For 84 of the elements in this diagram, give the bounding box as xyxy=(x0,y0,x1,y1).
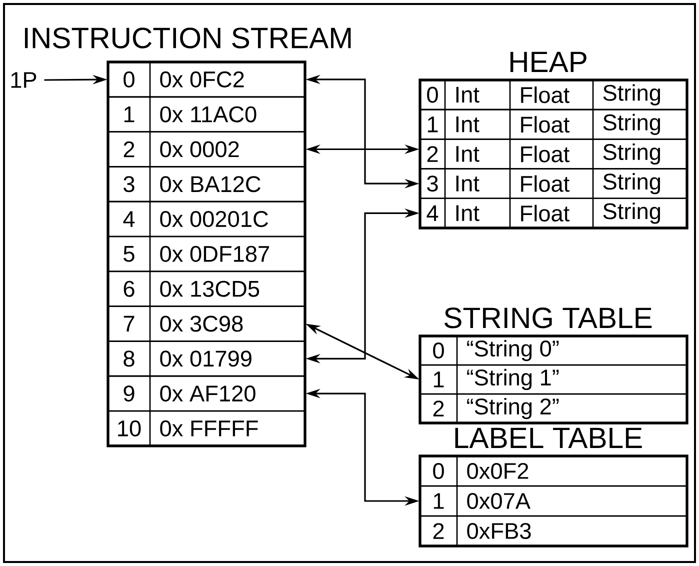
table-title: HEAP xyxy=(510,52,586,72)
cell-value: 0x 13CD5 xyxy=(160,280,260,297)
cell-value: Int xyxy=(456,116,480,132)
row-number: 3 xyxy=(427,176,438,192)
table-row xyxy=(419,79,688,110)
row-number: 0 xyxy=(124,71,134,88)
cell-value: 0x 11AC0 xyxy=(160,106,256,122)
row-number: 2 xyxy=(124,141,134,158)
table-row xyxy=(107,340,306,377)
table-row xyxy=(419,335,688,366)
row-number: 7 xyxy=(124,316,134,332)
cell-value: 0x 01799 xyxy=(160,350,252,367)
table-row xyxy=(107,375,306,412)
cell-value: “String 0” xyxy=(467,340,559,362)
row-number: 3 xyxy=(124,176,134,192)
cell-value: “String 2” xyxy=(467,398,559,420)
table xyxy=(418,428,688,548)
table-row xyxy=(107,96,306,132)
table-title: INSTRUCTION STREAM xyxy=(24,28,351,48)
cell-value: Int xyxy=(456,146,480,162)
row-number: 2 xyxy=(433,400,444,416)
cell-value: 0x FFFFF xyxy=(160,420,258,436)
table-row xyxy=(107,236,306,272)
table-row xyxy=(107,270,306,307)
cell-value: 0x 0002 xyxy=(160,141,239,158)
pointer-label: 1P xyxy=(11,72,36,88)
row-number: 2 xyxy=(433,523,444,539)
row-number: 0 xyxy=(433,342,444,359)
table-row xyxy=(107,61,306,98)
row-number: 1 xyxy=(434,493,444,509)
table xyxy=(418,308,688,424)
row-number: 5 xyxy=(124,246,134,262)
cell-value: 0x07A xyxy=(467,492,530,510)
cell-value: String xyxy=(603,143,660,165)
cell-value: Int xyxy=(456,205,480,222)
cell-value: 0x 0DF187 xyxy=(160,246,269,262)
table-row xyxy=(419,485,688,517)
table xyxy=(418,52,688,230)
cell-value: 0xFB3 xyxy=(467,522,531,540)
table-row xyxy=(107,166,306,202)
table-row xyxy=(107,131,306,168)
cell-value: Int xyxy=(456,86,480,103)
row-number: 0 xyxy=(433,462,444,480)
row-number: 1 xyxy=(434,372,444,388)
row-number: 1 xyxy=(124,106,134,122)
table-row xyxy=(419,515,688,547)
row-number: 9 xyxy=(124,386,134,402)
table-row xyxy=(107,200,306,238)
table-row xyxy=(419,455,688,487)
row-number: 6 xyxy=(124,280,134,297)
cell-value: String xyxy=(603,114,660,135)
cell-value: Int xyxy=(456,176,480,192)
table-row xyxy=(419,364,688,395)
row-number: 1 xyxy=(428,116,438,132)
row-number: 8 xyxy=(124,350,134,367)
table-row xyxy=(107,306,306,342)
cell-value: String xyxy=(603,202,660,224)
cell-value: String xyxy=(603,84,660,106)
cell-value: Float xyxy=(521,175,570,192)
table-title: STRING TABLE xyxy=(444,308,652,328)
cell-value: “String 1” xyxy=(467,368,559,390)
table-row xyxy=(419,108,688,140)
row-number: 4 xyxy=(426,205,438,221)
row-number: 0 xyxy=(427,86,438,103)
table-title: LABEL TABLE xyxy=(455,428,642,448)
table-row xyxy=(419,198,688,229)
cell-value: 0x 0FC2 xyxy=(160,71,244,88)
row-number: 2 xyxy=(427,146,438,162)
row-number: 4 xyxy=(123,211,135,227)
cell-value: Float xyxy=(521,146,570,162)
cell-value: 0x0F2 xyxy=(467,462,528,480)
table-row xyxy=(419,138,688,170)
cell-value: String xyxy=(603,173,660,194)
row-number: 10 xyxy=(118,420,141,436)
table-row xyxy=(419,168,688,200)
cell-value: Float xyxy=(521,116,570,133)
cell-value: 0x AF120 xyxy=(160,386,256,402)
table-row xyxy=(419,393,688,424)
cell-value: 0x 3C98 xyxy=(160,316,243,332)
cell-value: Float xyxy=(521,86,570,104)
table-row xyxy=(107,410,306,447)
cell-value: 0x BA12C xyxy=(160,176,260,192)
cell-value: 0x 00201C xyxy=(160,211,268,228)
cell-value: Float xyxy=(521,204,570,222)
